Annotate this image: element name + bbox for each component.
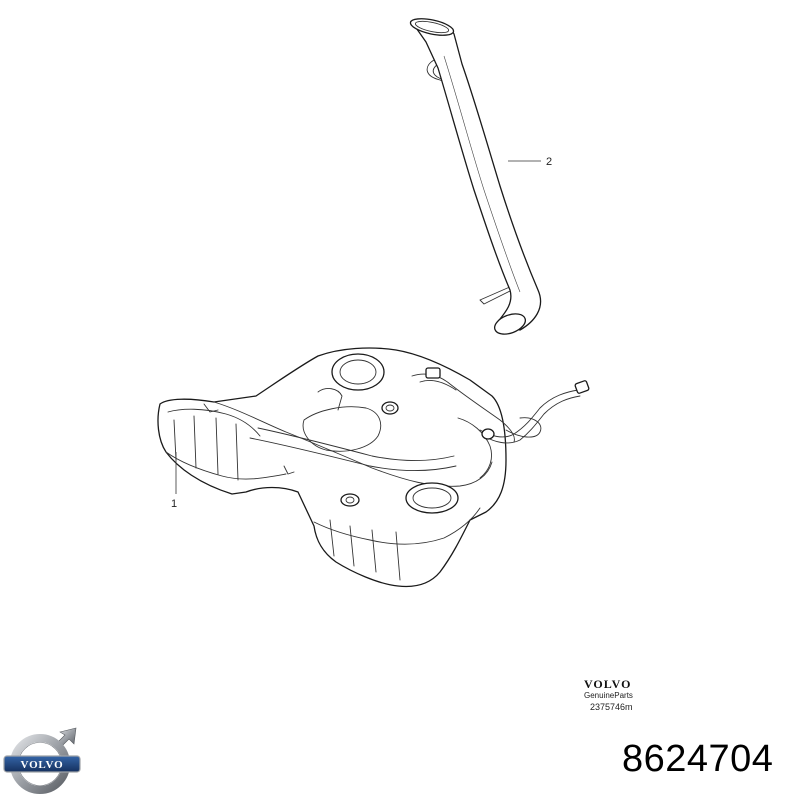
tank-left-rib-3 <box>215 417 219 475</box>
brand-word: VOLVO <box>584 677 631 691</box>
filler-pipe-mouth-inner <box>414 20 450 34</box>
tank-center-recess-2 <box>317 388 343 411</box>
pump-flange-inner <box>339 359 377 385</box>
pump-flange-outer <box>331 353 385 391</box>
part-number: 8624704 <box>622 738 774 780</box>
vent-connector <box>574 380 590 394</box>
tank-lower-rib-2 <box>349 525 355 567</box>
logo-bar <box>3 755 81 773</box>
callout-1: 1 <box>171 498 177 510</box>
fuel-tank-body <box>157 347 507 588</box>
fuel-tank <box>157 347 515 588</box>
tank-lower-rib-3 <box>371 529 377 573</box>
tank-small-port <box>381 401 399 415</box>
sender-flange-inner <box>412 487 452 509</box>
strap-channel-2 <box>257 427 455 461</box>
tank-left-rib-4 <box>235 423 239 481</box>
filler-pipe-end <box>494 313 526 335</box>
tank-lower-rib-1 <box>329 519 335 557</box>
vent-hose-loop <box>505 417 542 438</box>
filler-pipe-mouth <box>409 18 455 36</box>
tank-vent-hose <box>479 380 590 444</box>
tank-boss-inner <box>345 496 355 504</box>
filler-pipe-body <box>411 19 542 331</box>
tank-mount-tab-center <box>283 465 295 475</box>
filler-pipe-shade <box>443 55 521 293</box>
tank-right-panel <box>457 417 492 479</box>
tank-small-port-inner <box>385 404 395 412</box>
tank-vent-valve <box>425 367 441 379</box>
tank-mount-tab-left <box>203 403 219 413</box>
tank-left-panel <box>167 408 261 437</box>
brand-reference: VOLVO GenuineParts 2375746m <box>584 677 633 712</box>
diagram-reference-code: 2375746m <box>590 702 633 712</box>
strap-channel-1 <box>249 437 457 471</box>
callout-2: 2 <box>546 156 552 168</box>
sender-flange-outer <box>405 482 459 514</box>
vent-hose-clamp <box>481 428 495 440</box>
logo-word: VOLVO <box>21 759 64 771</box>
volvo-logo: VOLVO <box>2 726 84 798</box>
brand-genuine-parts: GenuineParts <box>584 691 633 700</box>
vent-hose-line <box>479 389 579 438</box>
volvo-logo-mark: VOLVO <box>3 727 81 794</box>
vent-hose-line-2 <box>483 395 581 444</box>
tank-left-rib-2 <box>193 415 197 469</box>
tank-top-deck <box>213 401 493 487</box>
tank-boss <box>340 493 360 507</box>
logo-arrow <box>57 727 77 747</box>
filler-pipe <box>409 18 542 335</box>
tank-center-recess <box>302 406 382 452</box>
tank-lower-rib-4 <box>395 531 401 581</box>
tank-lower-edge <box>313 507 481 545</box>
tank-side-edge <box>165 451 287 480</box>
filler-vent-tail <box>479 285 517 305</box>
tank-vent-line-2 <box>419 379 457 391</box>
